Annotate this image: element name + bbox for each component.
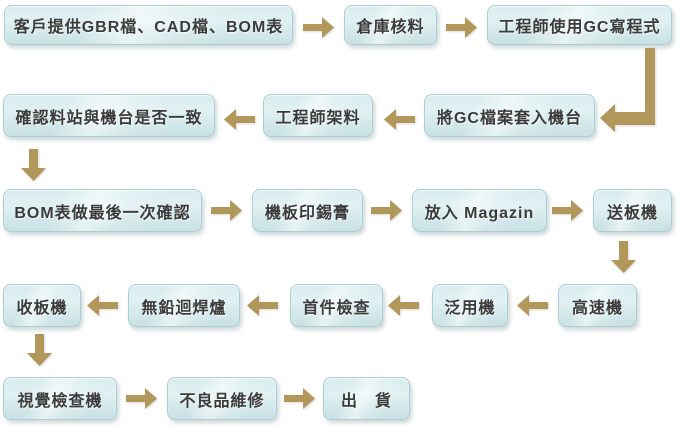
arrow-left-icon <box>383 109 415 130</box>
arrow-right-icon <box>371 200 403 221</box>
arrow-down-icon <box>21 149 46 181</box>
flow-step-load-gc-file-into-machine: 將GC檔案套入機台 <box>424 94 595 137</box>
flow-step-label: 視覺檢查機 <box>17 392 103 410</box>
flow-step-label: 收板機 <box>16 299 68 317</box>
flow-step-label: 放入 Magazin <box>424 204 535 222</box>
flow-step-label: 出 貨 <box>340 392 392 410</box>
flow-step-label: 機板印錫膏 <box>264 204 350 222</box>
arrow-left-icon <box>387 295 419 316</box>
flow-step-visual-inspection-machine: 視覺檢查機 <box>3 377 117 420</box>
arrow-left-icon <box>516 295 548 316</box>
flow-step-label: 工程師使用GC寫程式 <box>498 19 661 36</box>
arrow-left-icon <box>86 295 118 316</box>
flow-step-label: 首件檢查 <box>302 299 371 317</box>
flow-step-label: 客戶提供GBR檔、CAD檔、BOM表 <box>13 19 284 36</box>
flow-step-board-feeder: 送板機 <box>593 189 672 232</box>
flow-step-board-collector: 收板機 <box>3 284 81 327</box>
arrow-left-icon <box>223 109 255 130</box>
flow-step-bom-final-check: BOM表做最後一次確認 <box>3 189 202 232</box>
arrow-down-icon <box>27 334 52 366</box>
flow-step-put-into-magazin: 放入 Magazin <box>412 189 547 232</box>
flow-step-defect-repair: 不良品維修 <box>167 377 277 420</box>
flow-step-verify-station-machine-match: 確認料站與機台是否一致 <box>3 94 215 137</box>
flow-step-label: 倉庫核料 <box>356 19 425 36</box>
flow-step-customer-provides-files: 客戶提供GBR檔、CAD檔、BOM表 <box>4 5 293 45</box>
arrow-right-icon <box>446 17 478 38</box>
flow-step-label: 工程師架料 <box>275 109 361 127</box>
arrow-right-icon <box>552 200 584 221</box>
flow-step-engineer-writes-gc-program: 工程師使用GC寫程式 <box>487 5 672 45</box>
flow-step-high-speed-machine: 高速機 <box>558 284 637 327</box>
flow-step-label: 高速機 <box>571 299 623 317</box>
arrow-right-icon <box>284 388 316 409</box>
flow-step-label: 不良品維修 <box>179 392 265 410</box>
flow-step-label: 確認料站與機台是否一致 <box>15 109 203 127</box>
arrow-elbow-down-left-icon <box>598 48 656 138</box>
flow-step-lead-free-reflow-oven: 無鉛迴焊爐 <box>128 284 240 327</box>
arrow-right-icon <box>303 17 335 38</box>
flow-step-warehouse-material-check: 倉庫核料 <box>344 5 437 45</box>
arrow-right-icon <box>211 200 243 221</box>
flow-step-label: 無鉛迴焊爐 <box>141 299 227 317</box>
flow-step-label: 將GC檔案套入機台 <box>436 109 582 127</box>
flow-step-solder-paste-printing: 機板印錫膏 <box>252 189 363 232</box>
arrow-down-icon <box>611 241 636 273</box>
flow-step-label: BOM表做最後一次確認 <box>14 204 191 222</box>
flow-step-engineer-loads-material: 工程師架料 <box>263 94 373 137</box>
arrow-left-icon <box>246 295 278 316</box>
flow-step-shipping: 出 貨 <box>323 377 410 420</box>
flow-step-general-purpose-machine: 泛用機 <box>432 284 508 327</box>
flow-step-first-article-inspection: 首件檢查 <box>290 284 383 327</box>
flow-step-label: 泛用機 <box>444 299 496 317</box>
flow-step-label: 送板機 <box>606 204 658 222</box>
arrow-right-icon <box>126 388 158 409</box>
